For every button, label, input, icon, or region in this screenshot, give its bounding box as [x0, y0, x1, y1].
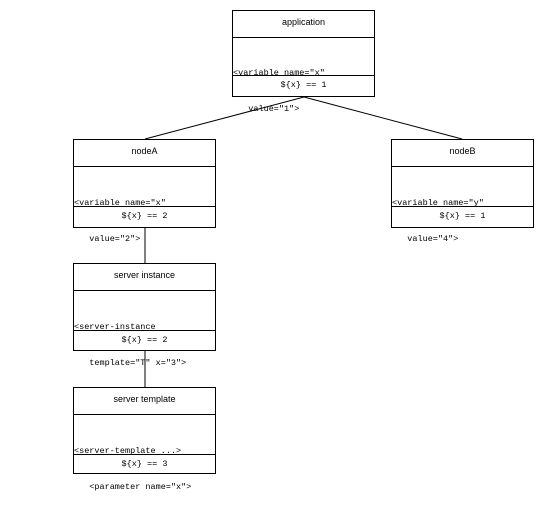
node-code: <server-instance template="T" x="3">: [74, 291, 215, 368]
node-result: ${x} == 2: [121, 335, 168, 345]
node-result: ${x} == 2: [121, 211, 168, 221]
code-line: <parameter name="x">: [74, 482, 192, 492]
code-line: template="T" x="3">: [74, 358, 187, 368]
code-line: <variable name="x": [74, 198, 166, 208]
edge-application-nodeB: [303, 96, 463, 140]
node-title: nodeA: [74, 140, 215, 167]
code-line: value="1">: [233, 104, 300, 114]
edge-application-nodeA: [144, 96, 305, 140]
node-title: application: [233, 11, 374, 38]
node-title: nodeB: [392, 140, 533, 167]
code-line: value="2">: [74, 234, 141, 244]
code-line: <variable name="x": [233, 68, 325, 78]
node-result: ${x} == 3: [121, 459, 168, 469]
connector-lines: [144, 96, 463, 387]
node-title: server instance: [74, 264, 215, 291]
code-line: <server-template ...>: [74, 446, 182, 456]
node-code: <server-template ...> <parameter name="x…: [74, 415, 215, 492]
node-result: ${x} == 1: [280, 80, 327, 90]
diagram-canvas: application <variable name="x" value="1"…: [73, 10, 534, 492]
node-result: ${x} == 1: [439, 211, 486, 221]
node-application: application <variable name="x" value="1"…: [232, 10, 375, 114]
node-code: <variable name="x" value="2">: [74, 167, 215, 244]
node-nodeA: nodeA <variable name="x" value="2"> ${x}…: [73, 139, 216, 244]
code-line: value="4">: [392, 234, 459, 244]
code-line: <server-instance: [74, 322, 156, 332]
node-nodeB: nodeB <variable name="y" value="4"> ${x}…: [391, 139, 534, 244]
node-server-template: server template <server-template ...> <p…: [73, 387, 216, 492]
code-line: <variable name="y": [392, 198, 484, 208]
node-code: <variable name="x" value="1">: [233, 38, 374, 114]
node-server-instance: server instance <server-instance templat…: [73, 263, 216, 368]
node-title: server template: [74, 388, 215, 415]
node-code: <variable name="y" value="4">: [392, 167, 533, 244]
